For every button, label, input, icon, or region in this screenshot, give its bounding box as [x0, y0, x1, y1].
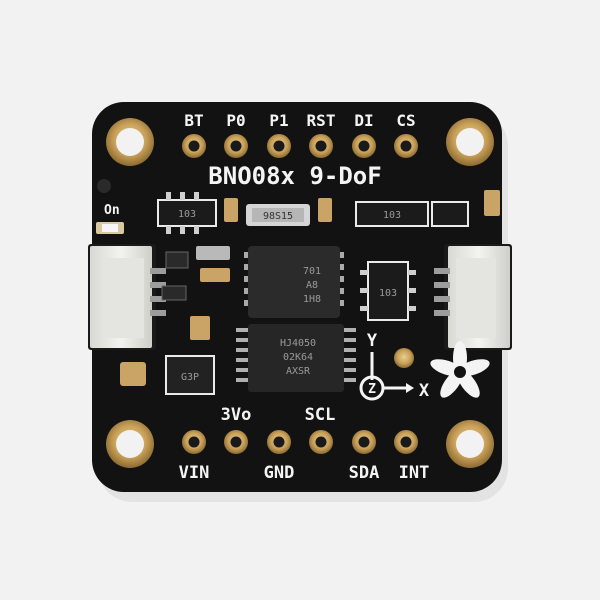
- top-pin-pads: [182, 134, 418, 158]
- axis-y-label: Y: [367, 331, 378, 351]
- capacitor: [484, 190, 500, 216]
- crystal-marking: 98S15: [263, 211, 293, 222]
- stemma-qt-connector-right: [434, 244, 512, 350]
- mounting-hole-bottom-right: [446, 420, 494, 468]
- stemma-qt-connector-left: [88, 244, 166, 350]
- level-chip-line-1: HJ4050: [280, 338, 316, 349]
- res-marking-mid: 103: [379, 288, 397, 299]
- mounting-hole-top-right: [446, 118, 494, 166]
- pin-label-p0: P0: [226, 111, 245, 130]
- capacitor: [190, 316, 210, 340]
- voltage-regulator: G3P: [165, 355, 215, 395]
- chip-marking-line-2: A8: [306, 280, 318, 291]
- bottom-pin-pads: [182, 430, 418, 454]
- board-title: BNO08x 9-DoF: [208, 162, 381, 190]
- pin-label-di: DI: [354, 111, 373, 130]
- pin-label-3vo: 3Vo: [221, 405, 252, 425]
- diode: [431, 201, 469, 227]
- crystal: 98S15: [246, 204, 310, 226]
- on-label: On: [104, 203, 120, 218]
- capacitor: [224, 198, 238, 222]
- regulator-marking: G3P: [181, 372, 199, 383]
- pin-label-scl: SCL: [305, 405, 336, 425]
- resistor: [161, 285, 187, 301]
- axis-z-label: Z: [368, 382, 376, 397]
- pin-label-vin: VIN: [179, 463, 210, 483]
- resistor-array-mid: 103: [360, 261, 416, 321]
- chip-marking-line-1: 701: [303, 266, 321, 277]
- mounting-hole-bottom-left: [106, 420, 154, 468]
- resistor: [165, 251, 189, 269]
- orientation-axes: Y Z X: [359, 331, 430, 401]
- res-marking-right: 103: [383, 210, 401, 221]
- pin-label-bt: BT: [184, 111, 203, 130]
- chip-marking-line-3: 1H8: [303, 294, 321, 305]
- resistor-array-right: 103: [355, 201, 429, 227]
- capacitor: [200, 268, 230, 282]
- pin-label-cs: CS: [396, 111, 415, 130]
- level-chip-line-3: AXSR: [286, 366, 311, 377]
- adafruit-logo: [430, 341, 490, 398]
- res-marking-left: 103: [178, 209, 196, 220]
- pin-label-gnd: GND: [264, 463, 295, 483]
- pin-label-p1: P1: [269, 111, 288, 130]
- pin-label-sda: SDA: [349, 463, 380, 483]
- pin-label-int: INT: [399, 463, 430, 483]
- led-pad: [97, 179, 111, 193]
- axis-x-label: X: [419, 381, 430, 401]
- mounting-hole-top-left: [106, 118, 154, 166]
- level-shifter-chip: HJ4050 02K64 AXSR: [236, 324, 356, 392]
- resistor-array-left: 103: [157, 192, 217, 234]
- resistor: [196, 246, 230, 260]
- level-chip-line-2: 02K64: [283, 352, 313, 363]
- bno08x-sensor-chip: 701 A8 1H8: [244, 246, 344, 318]
- capacitor: [318, 198, 332, 222]
- test-pad: [394, 348, 414, 368]
- pin-label-rst: RST: [307, 111, 336, 130]
- capacitor: [120, 362, 146, 386]
